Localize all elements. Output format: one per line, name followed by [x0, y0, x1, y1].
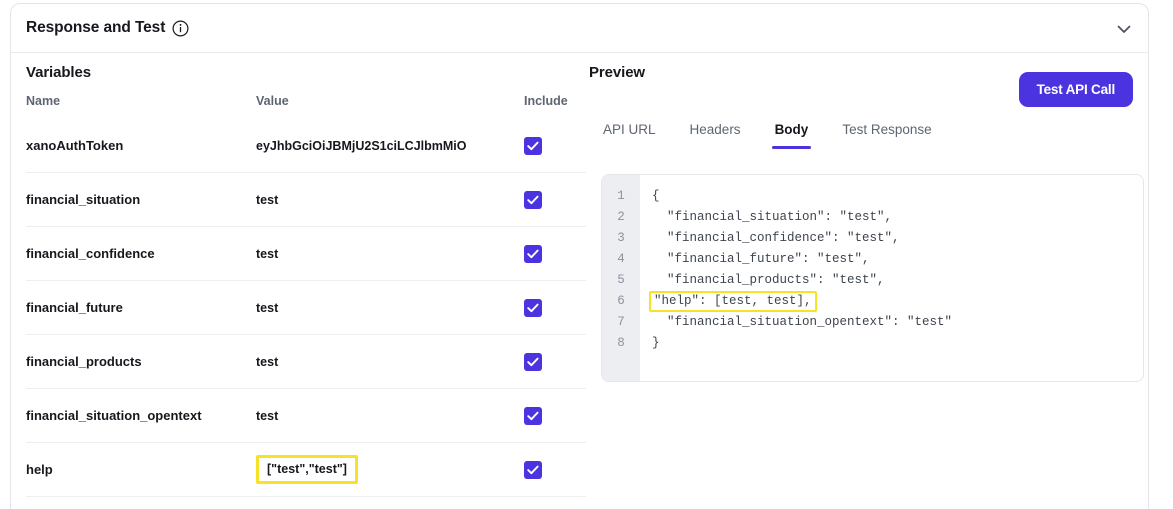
include-checkbox[interactable]: [524, 298, 542, 317]
code-line: "financial_situation_opentext": "test": [652, 312, 1143, 333]
editor-code-area[interactable]: { "financial_situation": "test", "financ…: [640, 175, 1143, 381]
variable-name: financial_situation_opentext: [26, 388, 256, 443]
line-number: 7: [617, 315, 625, 329]
code-line: "financial_situation": "test",: [652, 207, 1143, 228]
column-header-value: Value: [256, 94, 289, 108]
include-cell: [524, 226, 586, 281]
table-header-row: Name Value Include: [26, 94, 586, 119]
preview-heading: Preview: [589, 64, 646, 81]
code-line-text: "financial_situation_opentext": "test": [652, 315, 953, 329]
variable-value[interactable]: ["test","test"]: [256, 442, 524, 497]
variables-table: Name Value Include xanoAuthToken eyJhbGci…: [26, 94, 586, 497]
variable-value[interactable]: test: [256, 388, 524, 443]
variable-value[interactable]: test: [256, 280, 524, 335]
response-and-test-card: Response and Test Variables: [10, 3, 1149, 509]
line-number: 2: [617, 210, 625, 224]
code-line-text: "financial_future": "test",: [652, 252, 870, 266]
code-line: "financial_products": "test",: [652, 270, 1143, 291]
line-number: 3: [617, 231, 625, 245]
variable-value[interactable]: test: [256, 172, 524, 227]
table-row: help["test","test"]: [26, 442, 586, 497]
include-checkbox[interactable]: [524, 190, 542, 209]
tab-api-url[interactable]: API URL: [603, 122, 656, 137]
include-checkbox[interactable]: [524, 136, 542, 155]
line-number: 5: [617, 273, 625, 287]
line-number: 4: [617, 252, 625, 266]
preview-tabs: API URL Headers Body Test Response: [589, 122, 949, 149]
include-cell: [524, 442, 586, 497]
line-number: 6: [617, 294, 625, 308]
include-checkbox[interactable]: [524, 352, 542, 371]
variable-name: xanoAuthToken: [26, 138, 124, 153]
info-icon[interactable]: [172, 20, 189, 37]
test-api-call-button[interactable]: Test API Call: [1018, 72, 1133, 107]
code-line-text: "financial_confidence": "test",: [652, 231, 900, 245]
code-line: {: [652, 186, 1143, 207]
include-cell: [524, 172, 586, 227]
variable-name: financial_confidence: [26, 226, 256, 281]
line-number: 1: [617, 189, 625, 203]
code-line-text: "financial_products": "test",: [652, 273, 885, 287]
variable-value[interactable]: test: [256, 334, 524, 389]
code-line-text: "financial_situation": "test",: [652, 210, 893, 224]
column-header-name: Name: [26, 94, 61, 108]
code-line: "financial_confidence": "test",: [652, 228, 1143, 249]
include-cell: [524, 119, 586, 173]
chevron-down-icon[interactable]: [1113, 18, 1135, 40]
code-line-highlighted: "help": [test, test],: [649, 291, 817, 312]
variable-name: financial_products: [26, 334, 256, 389]
variable-name: help: [26, 442, 256, 497]
body-code-editor[interactable]: 1 2 3 4 5 6 7 8 { "financial_situation": "test"…: [601, 174, 1144, 382]
tab-test-response[interactable]: Test Response: [842, 122, 932, 137]
variables-pane: Variables Name Value Include xanoAuthTok…: [26, 64, 586, 497]
variable-value[interactable]: eyJhbGciOiJBMjU2S1ciLCJlbmMiO: [256, 138, 467, 153]
tab-body[interactable]: Body: [758, 122, 826, 149]
variable-name: financial_future: [26, 280, 256, 335]
card-header: Response and Test: [11, 4, 1148, 53]
variable-name: financial_situation: [26, 172, 256, 227]
code-line: "financial_future": "test",: [652, 249, 1143, 270]
code-line: "help": [test, test],: [649, 291, 1143, 312]
variable-value-highlighted[interactable]: ["test","test"]: [256, 455, 358, 484]
include-checkbox[interactable]: [524, 406, 542, 425]
code-line: }: [652, 333, 1143, 354]
table-row: xanoAuthToken eyJhbGciOiJBMjU2S1ciLCJlbmM…: [26, 119, 586, 173]
include-cell: [524, 280, 586, 335]
include-checkbox[interactable]: [524, 244, 542, 263]
include-checkbox[interactable]: [524, 460, 542, 479]
variable-value[interactable]: test: [256, 226, 524, 281]
include-cell: [524, 388, 586, 443]
editor-line-numbers: 1 2 3 4 5 6 7 8: [602, 175, 640, 381]
line-number: 8: [617, 336, 625, 350]
variables-rows: xanoAuthToken eyJhbGciOiJBMjU2S1ciLCJlbmM…: [26, 119, 586, 497]
code-line-text: {: [652, 189, 660, 203]
tab-headers[interactable]: Headers: [689, 122, 741, 137]
page-title: Response and Test: [26, 19, 166, 36]
code-line-text: }: [652, 336, 660, 350]
variables-heading: Variables: [26, 64, 91, 81]
include-cell: [524, 334, 586, 389]
column-header-include: Include: [524, 94, 568, 108]
